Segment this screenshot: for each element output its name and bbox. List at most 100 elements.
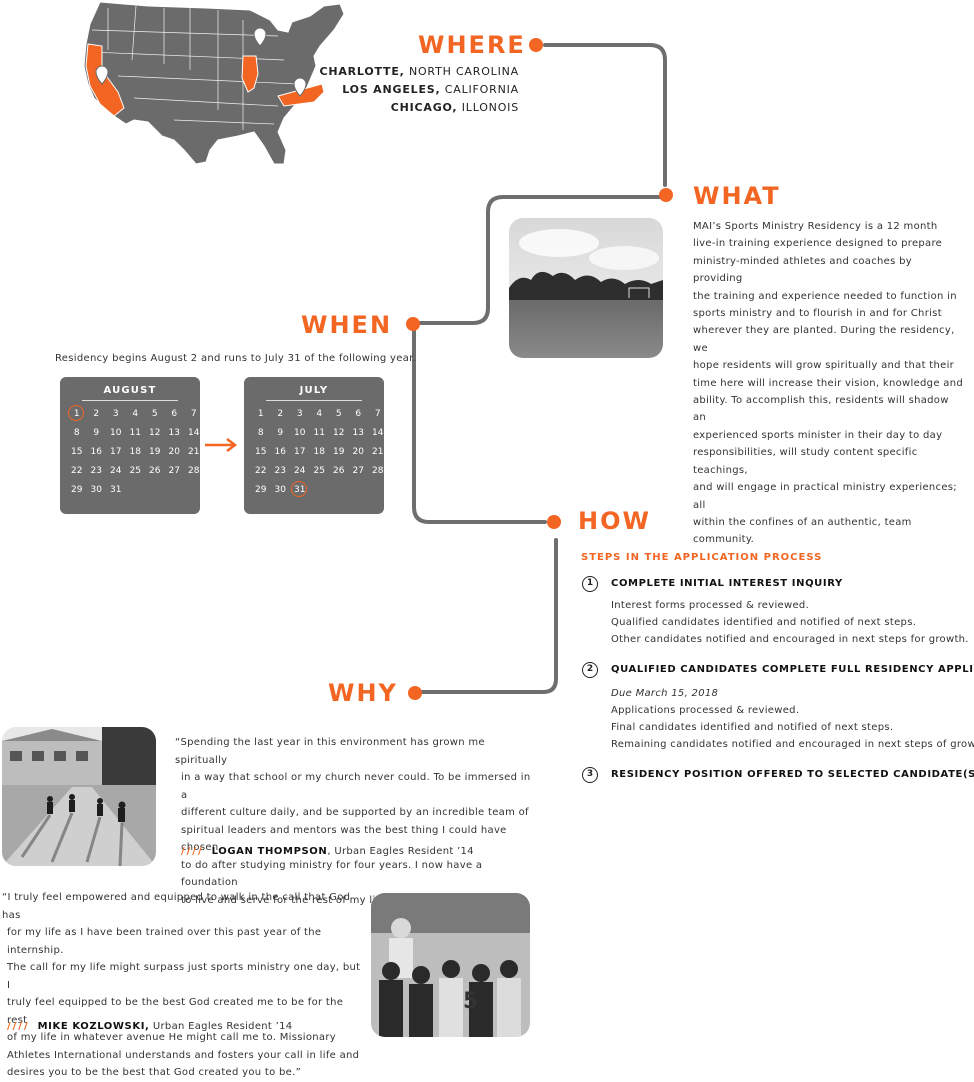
calendar-day: 9 bbox=[277, 428, 284, 438]
calendar-day: 15 bbox=[71, 447, 83, 457]
arrow-right-icon bbox=[205, 438, 238, 452]
calendar-day: 8 bbox=[73, 428, 80, 438]
calendar-day: 24 bbox=[110, 466, 122, 476]
how-dot bbox=[547, 515, 561, 529]
step-title: COMPLETE INITIAL INTEREST INQUIRY bbox=[611, 578, 843, 589]
calendar-day: 29 bbox=[255, 485, 267, 495]
calendar-day: 18 bbox=[313, 447, 325, 457]
testimonial-quote: “I truly feel empowered and equipped to … bbox=[2, 892, 361, 1078]
calendar-day: 4 bbox=[316, 409, 323, 419]
steps-title: STEPS IN THE APPLICATION PROCESS bbox=[581, 552, 823, 563]
calendar-day: 1 bbox=[67, 405, 87, 421]
calendar-day: 11 bbox=[129, 428, 141, 438]
kids-photo: 5 bbox=[371, 893, 530, 1037]
field-photo bbox=[509, 218, 663, 358]
calendar-day: 14 bbox=[188, 428, 200, 438]
calendar-day: 2 bbox=[277, 409, 284, 419]
where-city-list: CHARLOTTE, NORTH CAROLINA LOS ANGELES, C… bbox=[319, 63, 519, 117]
city-chicago: CHICAGO, ILLONOIS bbox=[390, 101, 519, 114]
timeline-connector bbox=[412, 43, 667, 694]
calendar-day: 22 bbox=[71, 466, 83, 476]
calendar-day: 27 bbox=[352, 466, 364, 476]
calendar-day: 23 bbox=[90, 466, 102, 476]
calendar-day: 31 bbox=[110, 485, 122, 495]
what-heading: WHAT bbox=[693, 182, 781, 210]
calendar-day: 17 bbox=[110, 447, 122, 457]
calendar-day: 14 bbox=[372, 428, 384, 438]
testimonial-attribution: ////MIKE KOZLOWSKI, Urban Eagles Residen… bbox=[7, 1021, 293, 1032]
why-dot bbox=[408, 686, 422, 700]
calendar-day: 16 bbox=[90, 447, 102, 457]
step-1-details: Interest forms processed & reviewed. Qua… bbox=[611, 600, 969, 645]
calendar-day: 7 bbox=[374, 409, 381, 419]
calendar-day: 27 bbox=[168, 466, 180, 476]
step-number: 2 bbox=[582, 662, 598, 678]
calendar-day: 3 bbox=[112, 409, 119, 419]
us-map bbox=[83, 1, 345, 165]
when-heading: WHEN bbox=[301, 311, 393, 339]
when-dot bbox=[406, 317, 420, 331]
what-dot bbox=[659, 188, 673, 202]
calendar-day: 4 bbox=[132, 409, 139, 419]
calendar-day: 12 bbox=[333, 428, 345, 438]
street-photo bbox=[2, 727, 156, 866]
when-intro: Residency begins August 2 and runs to Ju… bbox=[55, 353, 417, 364]
calendar-day: 6 bbox=[171, 409, 178, 419]
testimonial-attribution: ////LOGAN THOMPSON, Urban Eagles Residen… bbox=[181, 846, 474, 857]
calendar-day: 26 bbox=[333, 466, 345, 476]
calendar-day: 18 bbox=[129, 447, 141, 457]
step-title: QUALIFIED CANDIDATES COMPLETE FULL RESID… bbox=[611, 664, 974, 675]
calendar-day: 5 bbox=[335, 409, 342, 419]
calendar-day: 11 bbox=[313, 428, 325, 438]
step-number: 3 bbox=[582, 767, 598, 783]
where-dot bbox=[529, 38, 543, 52]
calendar-day: 2 bbox=[93, 409, 100, 419]
calendar-day: 23 bbox=[274, 466, 286, 476]
calendar-day: 25 bbox=[313, 466, 325, 476]
calendar-day: 17 bbox=[294, 447, 306, 457]
calendar-day: 31 bbox=[290, 481, 310, 497]
calendar-day: 28 bbox=[188, 466, 200, 476]
step-2-details: Due March 15, 2018 Applications processe… bbox=[611, 685, 974, 753]
how-heading: HOW bbox=[578, 507, 651, 535]
calendar-day: 20 bbox=[352, 447, 364, 457]
calendar-day: 3 bbox=[296, 409, 303, 419]
calendar-day: 19 bbox=[149, 447, 161, 457]
calendar-day: 21 bbox=[372, 447, 384, 457]
calendar-day: 19 bbox=[333, 447, 345, 457]
calendar-day: 30 bbox=[90, 485, 102, 495]
svg-text:5: 5 bbox=[463, 989, 478, 1014]
calendar-day: 29 bbox=[71, 485, 83, 495]
city-los-angeles: LOS ANGELES, CALIFORNIA bbox=[342, 83, 519, 96]
calendar-day: 26 bbox=[149, 466, 161, 476]
why-heading: WHY bbox=[328, 679, 398, 707]
calendar-day: 25 bbox=[129, 466, 141, 476]
calendar-month-label: AUGUST bbox=[103, 385, 157, 396]
calendar-day: 20 bbox=[168, 447, 180, 457]
calendar-day: 12 bbox=[149, 428, 161, 438]
testimonial-quote: “Spending the last year in this environm… bbox=[175, 737, 531, 906]
calendar-day: 30 bbox=[274, 485, 286, 495]
calendar-day: 13 bbox=[168, 428, 180, 438]
calendar-day: 10 bbox=[110, 428, 122, 438]
step-due-date: Due March 15, 2018 bbox=[611, 688, 719, 699]
city-charlotte: CHARLOTTE, NORTH CAROLINA bbox=[319, 65, 519, 78]
what-description: MAI’s Sports Ministry Residency is a 12 … bbox=[693, 221, 963, 546]
calendar-day: 16 bbox=[274, 447, 286, 457]
calendar-day: 24 bbox=[294, 466, 306, 476]
calendar-day: 28 bbox=[372, 466, 384, 476]
calendar-day: 6 bbox=[355, 409, 362, 419]
calendar-day: 13 bbox=[352, 428, 364, 438]
calendar-day: 8 bbox=[257, 428, 264, 438]
where-heading: WHERE bbox=[418, 31, 526, 59]
calendar-month-label: JULY bbox=[299, 385, 329, 396]
calendar-day: 5 bbox=[151, 409, 158, 419]
calendar-day: 9 bbox=[93, 428, 100, 438]
calendar-day: 10 bbox=[294, 428, 306, 438]
step-title: RESIDENCY POSITION OFFERED TO SELECTED C… bbox=[611, 769, 974, 780]
calendar-day: 1 bbox=[257, 409, 264, 419]
